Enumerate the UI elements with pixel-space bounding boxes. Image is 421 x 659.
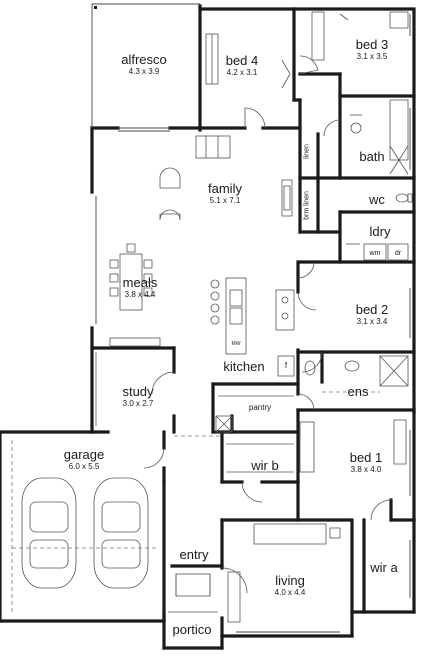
windows: [95, 14, 411, 633]
room-name: alfresco: [121, 52, 167, 67]
room-kitchen: kitchen: [223, 359, 265, 374]
room-dims: 5.1 x 7.1: [209, 196, 241, 205]
room-dims: 4.2 x 3.1: [226, 68, 258, 77]
washing-machine-label: wm: [369, 250, 381, 257]
car-left: [21, 477, 77, 589]
room-wir-a: wir a: [370, 560, 398, 575]
room-portico: portico: [172, 622, 212, 637]
room-garage: garage 6.0 x 5.5: [48, 448, 120, 471]
room-bed1: bed 1 3.8 x 4.0: [340, 451, 392, 474]
dryer-label: dr: [394, 250, 402, 257]
room-meals: meals 3.8 x 4.4: [108, 276, 172, 299]
room-name: family: [208, 181, 242, 196]
room-pantry: pantry: [248, 403, 272, 412]
room-dims: 3.8 x 4.0: [350, 465, 382, 474]
room-dims: 6.0 x 5.5: [68, 462, 100, 471]
room-dims: 3.8 x 4.4: [124, 290, 156, 299]
room-family: family 5.1 x 7.1: [190, 182, 260, 205]
room-dims: 3.1 x 3.5: [356, 52, 388, 61]
room-entry: entry: [179, 547, 209, 562]
linen-label: linen: [303, 144, 311, 159]
alfresco-outline: [91, 3, 200, 128]
room-name: bed 3: [355, 37, 389, 52]
dashed-lines: [12, 391, 380, 549]
room-ldry: ldry: [369, 224, 391, 239]
room-name: bed 2: [355, 302, 389, 317]
room-name: study: [122, 384, 154, 399]
fixtures: [11, 11, 413, 623]
room-wc: wc: [369, 192, 385, 207]
room-dims: 4.3 x 3.9: [128, 67, 160, 76]
room-name: meals: [122, 275, 158, 290]
microwave-label: MW: [231, 341, 241, 347]
room-bath: bath: [359, 149, 385, 164]
brm-linen-label: brm linen: [303, 191, 311, 220]
room-alfresco: alfresco 4.3 x 3.9: [104, 53, 184, 76]
room-dims: 4.0 x 4.4: [274, 588, 306, 597]
room-dims: 3.0 x 2.7: [122, 399, 154, 408]
room-bed3: bed 3 3.1 x 3.5: [340, 38, 404, 61]
room-name: bed 4: [225, 53, 259, 68]
room-living: living 4.0 x 4.4: [260, 574, 320, 597]
room-wir-b: wir b: [251, 458, 279, 473]
room-name: living: [275, 573, 305, 588]
room-ens: ens: [347, 384, 369, 399]
room-study: study 3.0 x 2.7: [110, 385, 166, 408]
car-right: [93, 477, 149, 589]
room-bed4: bed 4 4.2 x 3.1: [210, 54, 274, 77]
room-dims: 3.1 x 3.4: [356, 317, 388, 326]
interior-walls: [90, 7, 416, 614]
fridge-label: f: [284, 361, 288, 370]
room-name: bed 1: [349, 450, 383, 465]
room-name: garage: [63, 447, 105, 462]
room-bed2: bed 2 3.1 x 3.4: [340, 303, 404, 326]
